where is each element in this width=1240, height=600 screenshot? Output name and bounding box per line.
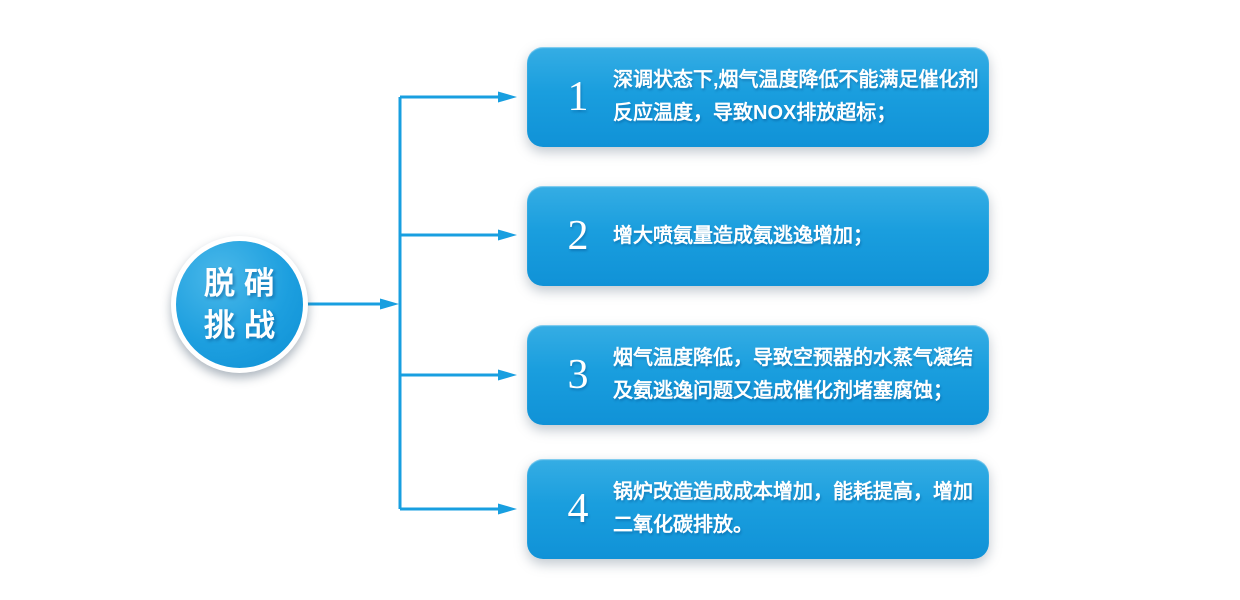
item-3-text-line2: 及氨逃逸问题又造成催化剂堵塞腐蚀； <box>613 380 953 402</box>
branch-arrowhead-3 <box>498 369 517 381</box>
item-1-text-line1: 深调状态下,烟气温度降低不能满足催化剂 <box>613 69 979 91</box>
challenge-item-1: 1 深调状态下,烟气温度降低不能满足催化剂 反应温度，导致NOX排放超标； <box>527 47 989 147</box>
item-2-text-line1: 增大喷氨量造成氨逃逸增加； <box>613 224 873 247</box>
branch-arrowhead-4 <box>498 503 517 515</box>
branch-arrowhead-2 <box>498 229 517 241</box>
challenge-item-4: 4 锅炉改造造成成本增加，能耗提高，增加 二氧化碳排放。 <box>527 459 989 559</box>
circle-title-line2: 挑战 <box>204 307 284 343</box>
item-1-number: 1 <box>567 74 589 120</box>
circle-title-line1: 脱硝 <box>204 265 284 301</box>
challenge-circle: 脱硝 挑战 <box>171 236 308 373</box>
item-4-number: 4 <box>567 486 589 532</box>
item-3-text: 烟气温度降低，导致空预器的水蒸气凝结 及氨逃逸问题又造成催化剂堵塞腐蚀； <box>613 342 973 408</box>
item-2-number: 2 <box>567 213 589 259</box>
item-4-text-line1: 锅炉改造造成成本增加，能耗提高，增加 <box>613 481 973 503</box>
circle-to-spine-arrowhead <box>380 298 399 310</box>
challenge-item-3: 3 烟气温度降低，导致空预器的水蒸气凝结 及氨逃逸问题又造成催化剂堵塞腐蚀； <box>527 325 989 425</box>
item-3-number: 3 <box>567 352 589 398</box>
branch-arrowhead-1 <box>498 91 517 103</box>
item-3-text-line1: 烟气温度降低，导致空预器的水蒸气凝结 <box>613 347 973 369</box>
item-4-text: 锅炉改造造成成本增加，能耗提高，增加 二氧化碳排放。 <box>613 476 973 542</box>
item-1-text-line2: 反应温度，导致NOX排放超标； <box>613 102 897 124</box>
item-4-text-line2: 二氧化碳排放。 <box>613 514 753 536</box>
challenge-item-2: 2 增大喷氨量造成氨逃逸增加； <box>527 186 989 286</box>
item-1-text: 深调状态下,烟气温度降低不能满足催化剂 反应温度，导致NOX排放超标； <box>613 64 979 130</box>
challenge-circle-label: 脱硝 挑战 <box>176 241 303 368</box>
arrow-group <box>305 91 517 515</box>
item-2-text: 增大喷氨量造成氨逃逸增加； <box>613 220 873 253</box>
